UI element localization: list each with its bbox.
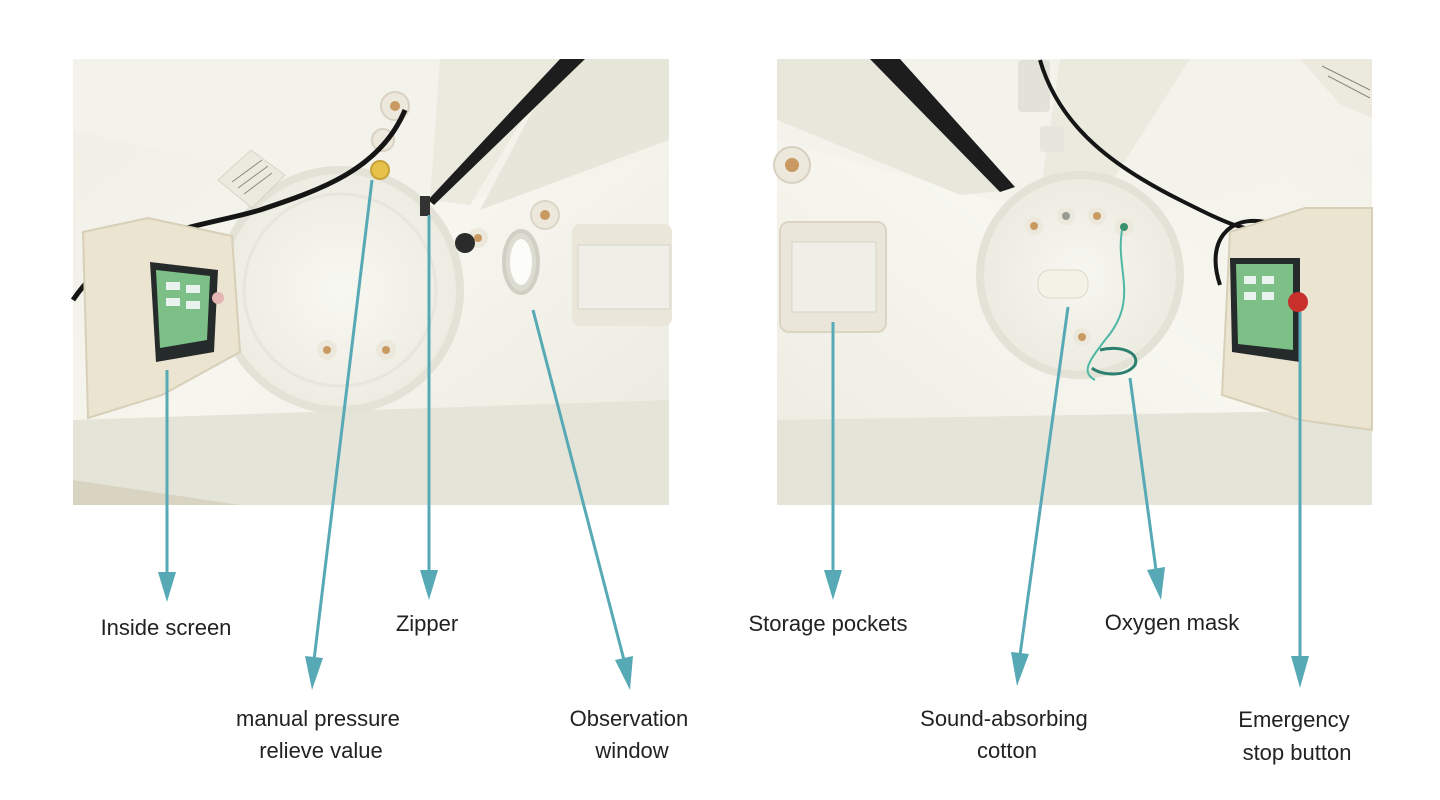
callout-arrows (158, 179, 1309, 690)
right-photo (773, 59, 1373, 505)
label-observation-window: Observation window (570, 706, 695, 763)
arrowhead-emergency-stop (1291, 656, 1309, 688)
arrow-observation-window (531, 309, 626, 661)
callout-labels: Inside screen manual pressure relieve va… (101, 610, 1355, 765)
label-inside-screen: Inside screen (101, 615, 232, 640)
label-storage-pockets: Storage pockets (749, 611, 908, 636)
arrowhead-sound-cotton (1011, 652, 1029, 686)
arrowhead-observation-window (615, 656, 633, 690)
label-zipper: Zipper (396, 611, 458, 636)
label-emergency-stop: Emergency stop button (1238, 707, 1355, 765)
arrowhead-pressure-valve (305, 656, 323, 690)
arrowhead-storage-pockets (824, 570, 842, 600)
label-pressure-valve: manual pressure relieve value (236, 706, 406, 763)
left-photo (70, 59, 672, 505)
arrowhead-oxygen-mask (1147, 567, 1165, 600)
arrow-oxygen-mask (1128, 377, 1158, 571)
label-oxygen-mask: Oxygen mask (1105, 610, 1240, 635)
arrowhead-zipper (420, 570, 438, 600)
arrow-sound-cotton (1018, 306, 1070, 656)
arrowhead-inside-screen (158, 572, 176, 602)
arrow-pressure-valve (312, 179, 374, 661)
label-sound-cotton: Sound-absorbing cotton (920, 706, 1094, 763)
